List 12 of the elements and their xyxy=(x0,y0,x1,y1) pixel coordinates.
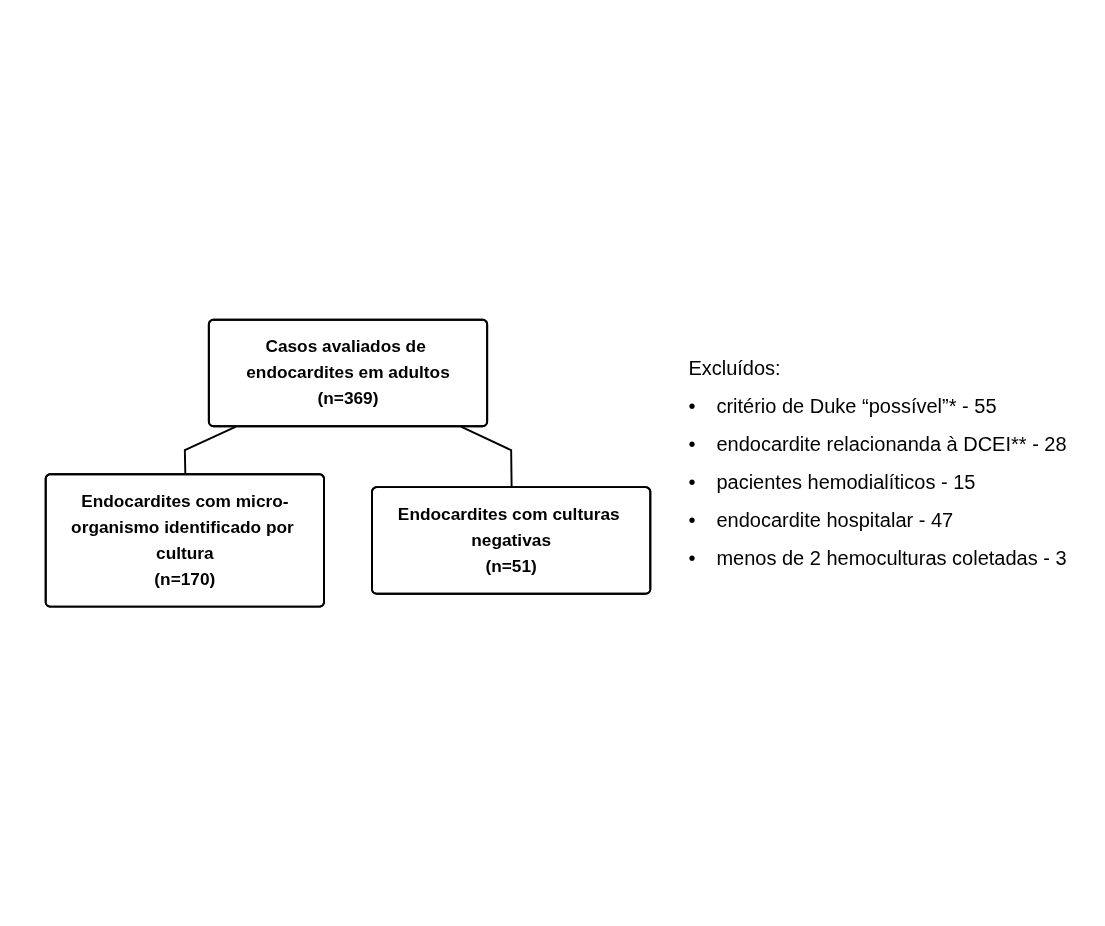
exclusion-item: menos de 2 hemoculturas coletadas - 3 xyxy=(716,546,1067,571)
bullet-marker: • xyxy=(688,508,697,533)
bullet-marker: • xyxy=(688,394,697,419)
exclusion-item: endocardite relacionanda à DCEI** - 28 xyxy=(716,432,1067,457)
exclusion-item: critério de Duke “possível”* - 55 xyxy=(716,394,997,419)
connector xyxy=(184,425,238,476)
exclusion-item: endocardite hospitalar - 47 xyxy=(716,508,954,533)
bullet-marker: • xyxy=(688,546,697,571)
bullet-marker: • xyxy=(688,470,697,495)
bullet-marker: • xyxy=(688,432,697,457)
list-heading: Excluídos: xyxy=(688,356,782,381)
exclusion-item: pacientes hemodialíticos - 15 xyxy=(716,470,976,495)
